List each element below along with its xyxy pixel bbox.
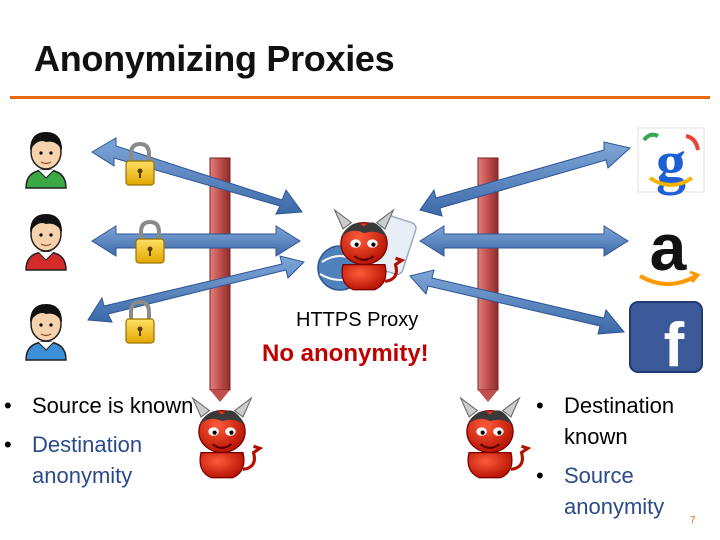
left-arrow-top bbox=[91, 137, 303, 215]
left-barrier-pillar-tip bbox=[210, 390, 230, 402]
bullet-source-known: Source is known bbox=[0, 390, 200, 421]
left-arrow-bottom bbox=[87, 255, 305, 323]
svg-text:a: a bbox=[650, 210, 688, 284]
right-arrow-bottom bbox=[409, 269, 625, 335]
left-barrier-pillar bbox=[209, 157, 231, 391]
no-anonymity-warning: No anonymity! bbox=[262, 340, 429, 367]
title-underline bbox=[10, 96, 710, 99]
left-arrow-middle bbox=[91, 225, 301, 257]
right-bullet-list: Destination known Source anonymity bbox=[532, 390, 720, 530]
facebook-logo-icon: f bbox=[629, 301, 703, 380]
padlock-icon bbox=[134, 220, 166, 265]
slide-title: Anonymizing Proxies bbox=[34, 38, 395, 79]
padlock-icon bbox=[124, 300, 156, 345]
devil-icon bbox=[459, 396, 530, 480]
right-arrow-top bbox=[419, 141, 632, 217]
user-green-shirt-icon bbox=[25, 131, 67, 189]
user-red-shirt-icon bbox=[25, 213, 67, 271]
user-blue-shirt-icon bbox=[25, 303, 67, 361]
proxy-label: HTTPS Proxy bbox=[296, 309, 419, 331]
devil-icon bbox=[191, 396, 262, 480]
google-logo-icon: g bbox=[637, 127, 705, 195]
right-barrier-pillar-tip bbox=[478, 390, 498, 402]
amazon-logo-icon: a bbox=[639, 210, 701, 286]
padlock-icon bbox=[124, 142, 156, 187]
bullet-destination-known: Destination known bbox=[532, 390, 720, 452]
right-arrow-middle bbox=[419, 225, 629, 257]
bullet-destination-anonymity: Destination anonymity bbox=[0, 429, 200, 491]
bullet-source-anonymity: Source anonymity bbox=[532, 460, 720, 522]
left-bullet-list: Source is known Destination anonymity bbox=[0, 390, 200, 499]
slide-number: 7 bbox=[690, 515, 696, 526]
svg-text:f: f bbox=[664, 311, 685, 380]
